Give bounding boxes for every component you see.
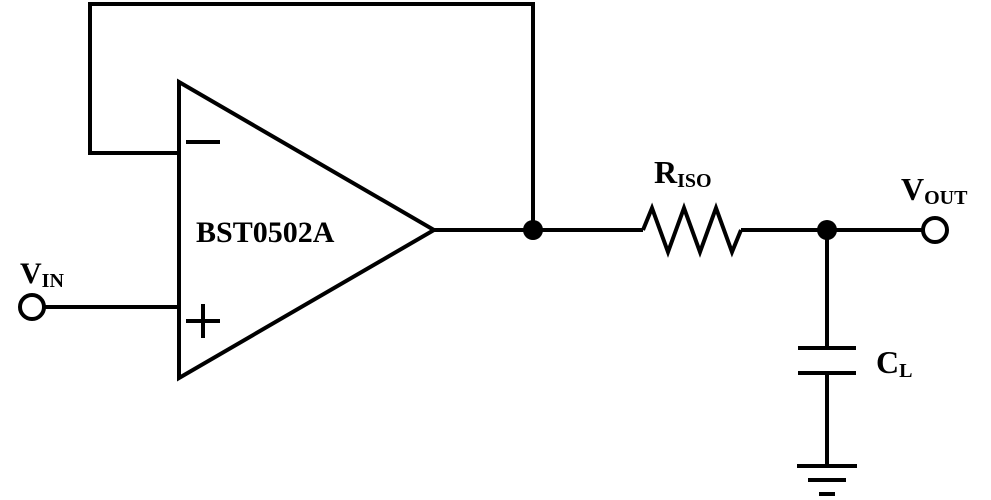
vout-terminal — [921, 216, 949, 244]
capacitor-label-main: C — [876, 344, 899, 380]
vin-label: VIN — [20, 257, 64, 292]
vin-terminal — [18, 293, 46, 321]
output-junction-dot — [523, 220, 543, 240]
feedback-wire — [88, 2, 535, 230]
opamp-label: BST0502A — [196, 216, 335, 249]
opamp-triangle — [177, 78, 438, 382]
vout-label-main: V — [901, 171, 924, 207]
resistor-label: RISO — [654, 154, 712, 192]
capacitor-label-sub: L — [899, 360, 912, 382]
capacitor-label: CL — [876, 344, 912, 382]
resistor-label-main: R — [654, 154, 678, 190]
ground-icon — [797, 464, 857, 496]
resistor-label-sub: ISO — [677, 170, 711, 192]
vout-label: VOUT — [901, 171, 968, 209]
resistor-riso — [641, 202, 743, 258]
vin-label-sub: IN — [42, 270, 65, 292]
vin-label-main: V — [20, 257, 42, 290]
vout-label-sub: OUT — [924, 187, 968, 209]
